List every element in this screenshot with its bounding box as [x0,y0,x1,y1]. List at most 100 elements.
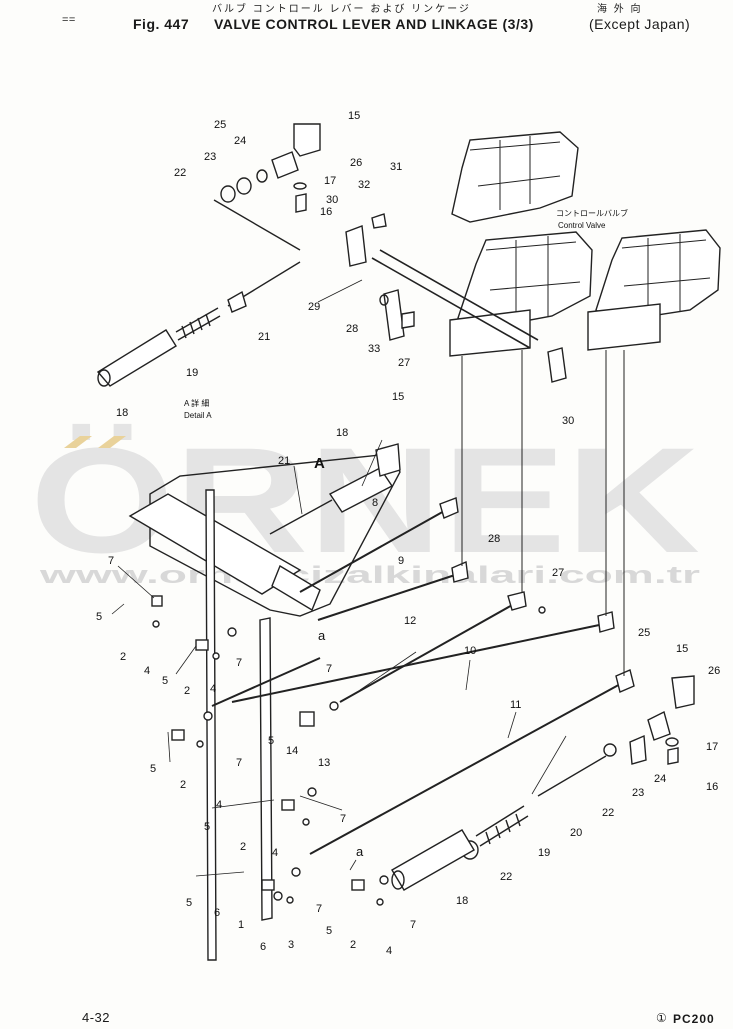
callout-9: 9 [398,555,404,567]
figure-number: Fig. 447 [133,16,190,32]
callout-5: 5 [162,675,168,687]
callout-23: 23 [632,787,644,799]
callout-26: 26 [708,665,720,677]
callout-5: 5 [268,735,274,747]
rod-21-main [269,499,333,535]
callout-7: 7 [236,757,242,769]
callout-8: 8 [372,497,378,509]
bracket-15-main [375,443,401,477]
region-note: (Except Japan) [589,16,691,32]
shaft-29 [371,249,539,349]
callout-27: 27 [398,357,410,369]
callout-17: 17 [706,741,718,753]
rod-extra [211,657,321,707]
linkage-frame [149,453,401,617]
callout-31: 31 [390,161,402,173]
rod-8 [299,509,447,593]
callout-12: 12 [404,615,416,627]
callout-15: 15 [348,110,360,122]
callout-5: 5 [150,763,156,775]
japanese-region: 海 外 向 [597,4,643,15]
callout-15: 15 [676,643,688,655]
control-valve-rear [451,131,579,223]
callout-26: 26 [350,157,362,169]
callout-3: 3 [288,939,294,951]
callout-32: 32 [358,179,370,191]
callout-2: 2 [350,939,356,951]
cylinder-18-top [96,329,177,387]
callout-23: 23 [204,151,216,163]
callout-4: 4 [210,683,216,695]
callout-5: 5 [204,821,210,833]
callout-19: 19 [186,367,198,379]
callout-30: 30 [562,415,574,427]
callout-2: 2 [240,841,246,853]
callout-7: 7 [108,555,114,567]
page-number: 4-32 [82,1010,111,1025]
callout-2: 2 [120,651,126,663]
corner-mark: == [62,14,76,26]
callout-4: 4 [216,799,222,811]
callout-28: 28 [488,533,500,545]
callout-18: 18 [456,895,468,907]
ref-a-lower: a [356,844,364,859]
callout-27: 27 [552,567,564,579]
view-a-marker: A [314,455,325,472]
spring-19-top [175,307,221,341]
japanese-title: バルブ コントロール レバー および リンケージ [212,4,471,15]
callout-15: 15 [392,391,404,403]
callout-6: 6 [214,907,220,919]
callout-7: 7 [326,663,332,675]
callout-20: 20 [570,827,582,839]
callout-25: 25 [214,119,226,131]
callout-22: 22 [500,871,512,883]
callout-4: 4 [144,665,150,677]
callout-33: 33 [368,343,380,355]
callout-18: 18 [336,427,348,439]
callout-2: 2 [184,685,190,697]
callout-24: 24 [234,135,246,147]
callout-21: 21 [258,331,270,343]
callout-10: 10 [464,645,476,657]
lever-30-right [547,347,567,383]
callout-14: 14 [286,745,298,757]
callout-13: 13 [318,757,330,769]
callout-18: 18 [116,407,128,419]
watermark-accent-icon [64,436,92,448]
control-valve-en-label: Control Valve [558,221,606,230]
watermark-accent-icon-2 [98,436,126,448]
callout-5: 5 [326,925,332,937]
model-mark: ① [656,1011,668,1025]
rod-20 [537,755,607,797]
bracket-15-top [293,123,321,157]
lever-30-top [345,225,367,267]
bushing-24-top [271,151,299,179]
detail-a-en-label: Detail A [184,411,212,420]
callout-11: 11 [510,699,521,711]
spring-19-lower [475,805,529,847]
callout-4: 4 [272,847,278,859]
cylinder-18-main [328,467,394,513]
rod-10 [231,623,605,703]
bracket-15-lower [671,675,695,709]
callout-16: 16 [320,206,332,218]
callout-22: 22 [602,807,614,819]
callout-6: 6 [260,941,266,953]
callout-30: 30 [326,194,338,206]
callout-19: 19 [538,847,550,859]
callout-2: 2 [180,779,186,791]
cylinder-18-lower [391,829,475,891]
rod-11 [309,681,625,855]
callout-7: 7 [236,657,242,669]
ref-a-upper: a [318,628,326,643]
callout-1: 1 [238,919,244,931]
callout-7: 7 [340,813,346,825]
callout-numbers: 25 15 24 26 23 22 17 31 32 16 30 29 28 3… [96,110,720,957]
watermark-url: www.ornekcizalkinalari.com.tr [38,562,700,589]
callout-17: 17 [324,175,336,187]
callout-7: 7 [316,903,322,915]
callout-4: 4 [386,945,392,957]
callout-21: 21 [278,455,290,467]
